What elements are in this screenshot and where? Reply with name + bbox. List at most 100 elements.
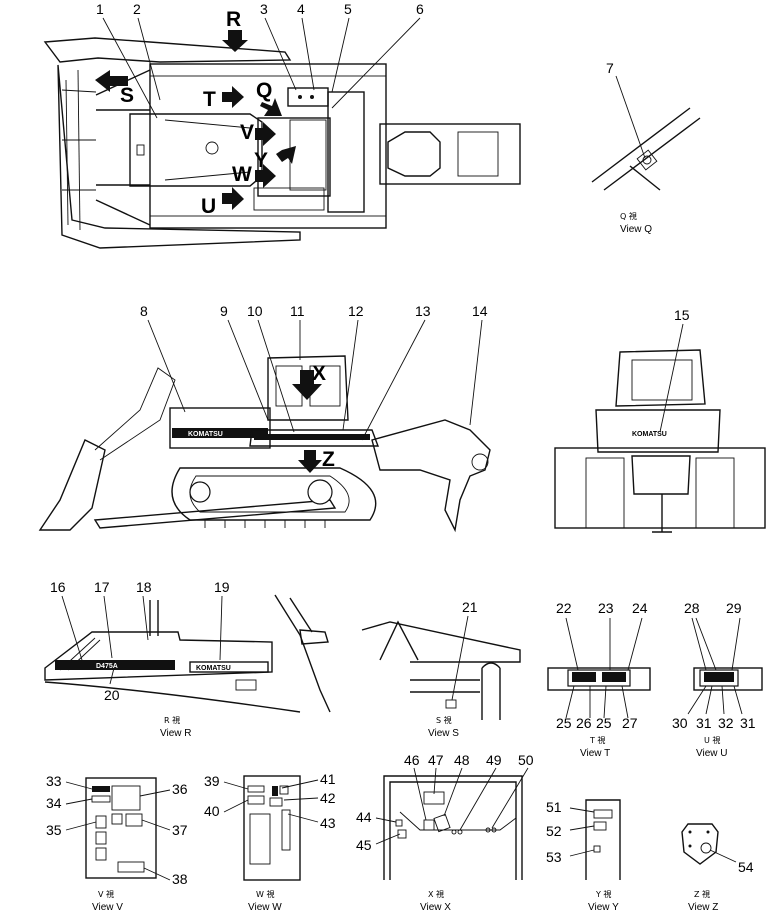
callout-46: 46: [404, 752, 420, 768]
view-letter-t: T: [203, 88, 216, 111]
view-r-model-mark: D475A: [96, 663, 118, 670]
callout-2: 2: [133, 1, 141, 17]
view-t-drawing: 22 23 24 25 26 25 27 T 視 View T: [547, 600, 651, 759]
callout-43: 43: [320, 815, 336, 831]
callout-50: 50: [518, 752, 534, 768]
callout-24: 24: [632, 600, 648, 616]
view-v-drawing: 33 34 35 36 37 38 V 視 View V: [46, 773, 188, 913]
view-u-label: View U: [696, 748, 728, 759]
callout-15: 15: [674, 307, 690, 323]
view-r-jp: R 視: [164, 716, 180, 725]
view-letter-r: R: [226, 8, 241, 31]
view-letter-y: Y: [254, 149, 268, 172]
callout-10: 10: [247, 303, 263, 319]
callout-7: 7: [606, 60, 614, 76]
view-r-brand-mark: KOMATSU: [196, 665, 231, 672]
view-r-label: View R: [160, 728, 192, 739]
view-s-drawing: 21 S 視 View S: [361, 599, 521, 739]
view-z-drawing: 54 Z 視 View Z: [681, 823, 754, 913]
view-letter-q: Q: [256, 79, 272, 102]
view-t-label: View T: [580, 748, 610, 759]
callout-1: 1: [96, 1, 104, 17]
callout-52: 52: [546, 823, 562, 839]
callout-47: 47: [428, 752, 444, 768]
callout-37: 37: [172, 822, 188, 838]
callout-12: 12: [348, 303, 364, 319]
callout-4: 4: [297, 1, 305, 17]
view-q-drawing: 7 Q 視 View Q: [591, 60, 701, 235]
view-w-jp: W 視: [256, 890, 274, 899]
callout-28: 28: [684, 600, 700, 616]
side-view-drawing: KOMATSU X Z 8 9 10 11 12 13 14: [38, 303, 491, 533]
callout-44: 44: [356, 809, 372, 825]
callout-27: 27: [622, 715, 638, 731]
view-x-label: View X: [420, 902, 451, 913]
view-u-jp: U 視: [704, 736, 720, 745]
callout-36: 36: [172, 781, 188, 797]
rear-view-drawing: KOMATSU 15: [554, 307, 766, 533]
callout-23: 23: [598, 600, 614, 616]
callout-8: 8: [140, 303, 148, 319]
callout-18: 18: [136, 579, 152, 595]
callout-42: 42: [320, 790, 336, 806]
callout-40: 40: [204, 803, 220, 819]
callout-30: 30: [672, 715, 688, 731]
callout-5: 5: [344, 1, 352, 17]
callout-33: 33: [46, 773, 62, 789]
callout-45: 45: [356, 837, 372, 853]
callout-17: 17: [94, 579, 110, 595]
view-s-label: View S: [428, 728, 459, 739]
callout-14: 14: [472, 303, 488, 319]
callout-13: 13: [415, 303, 431, 319]
callout-22: 22: [556, 600, 572, 616]
callout-49: 49: [486, 752, 502, 768]
view-letter-x: X: [312, 362, 326, 385]
view-t-jp: T 視: [589, 736, 605, 745]
callout-29: 29: [726, 600, 742, 616]
callout-32: 32: [718, 715, 734, 731]
view-w-drawing: 39 40 41 42 43 W 視 View W: [204, 771, 336, 913]
view-q-label: View Q: [620, 224, 652, 235]
callout-6: 6: [416, 1, 424, 17]
callout-39: 39: [204, 773, 220, 789]
callout-25b: 25: [596, 715, 612, 731]
callout-19: 19: [214, 579, 230, 595]
callout-26: 26: [576, 715, 592, 731]
callout-31a: 31: [696, 715, 712, 731]
view-z-label: View Z: [688, 902, 718, 913]
view-y-jp: Y 視: [595, 890, 611, 899]
callout-35: 35: [46, 822, 62, 838]
view-letter-z: Z: [322, 448, 335, 471]
view-x-jp: X 視: [428, 890, 444, 899]
view-w-label: View W: [248, 902, 282, 913]
callout-9: 9: [220, 303, 228, 319]
view-v-jp: V 視: [98, 890, 114, 899]
view-v-label: View V: [92, 902, 123, 913]
view-letter-v: V: [240, 121, 254, 144]
callout-11: 11: [290, 303, 305, 319]
callout-41: 41: [320, 771, 336, 787]
view-letter-w: W: [232, 163, 252, 186]
top-view-drawing: S R T Q V Y W U 1 2 3 4 5 6: [43, 1, 521, 249]
side-brand-mark: KOMATSU: [188, 431, 223, 438]
view-y-drawing: 51 52 53 Y 視 View Y: [546, 799, 621, 913]
view-s-jp: S 視: [436, 716, 452, 725]
view-r-drawing: D475A KOMATSU 16 17 18 19 20 R 視 View R: [44, 579, 331, 739]
view-letter-u: U: [201, 195, 216, 218]
view-q-jp: Q 視: [620, 212, 637, 221]
callout-48: 48: [454, 752, 470, 768]
callout-51: 51: [546, 799, 562, 815]
callout-16: 16: [50, 579, 66, 595]
view-x-drawing: 44 45 46 47 48 49 50 X 視 View X: [356, 752, 534, 913]
callout-3: 3: [260, 1, 268, 17]
callout-38: 38: [172, 871, 188, 887]
callout-53: 53: [546, 849, 562, 865]
callout-54: 54: [738, 859, 754, 875]
view-letter-s: S: [120, 84, 134, 107]
view-y-label: View Y: [588, 902, 619, 913]
callout-25a: 25: [556, 715, 572, 731]
callout-20: 20: [104, 687, 120, 703]
callout-21: 21: [462, 599, 478, 615]
view-z-jp: Z 視: [694, 890, 710, 899]
